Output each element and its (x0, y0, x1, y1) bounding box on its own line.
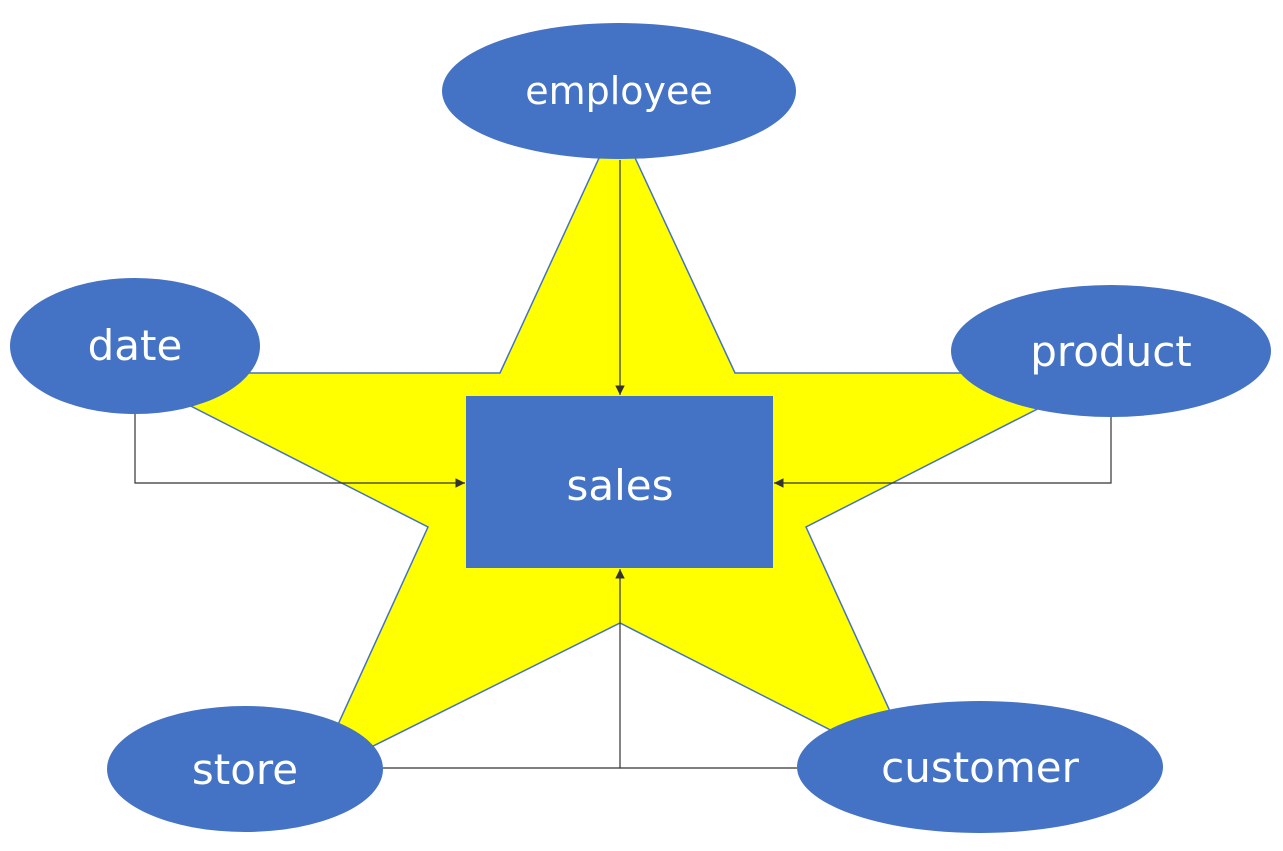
product-label: product (1030, 327, 1192, 376)
date-label: date (88, 321, 183, 370)
dimension-node-product[interactable]: product (951, 285, 1271, 417)
store-label: store (192, 745, 298, 794)
dimension-node-customer[interactable]: customer (797, 701, 1163, 833)
sales-label: sales (566, 461, 673, 510)
connector-product-sales (774, 417, 1112, 488)
customer-label: customer (881, 743, 1080, 792)
dimension-node-employee[interactable]: employee (442, 23, 796, 159)
employee-label: employee (525, 69, 713, 113)
fact-node-sales[interactable]: sales (466, 396, 773, 568)
dimension-node-store[interactable]: store (107, 706, 383, 832)
dimension-node-date[interactable]: date (10, 278, 260, 414)
connector-date-sales (134, 414, 465, 488)
